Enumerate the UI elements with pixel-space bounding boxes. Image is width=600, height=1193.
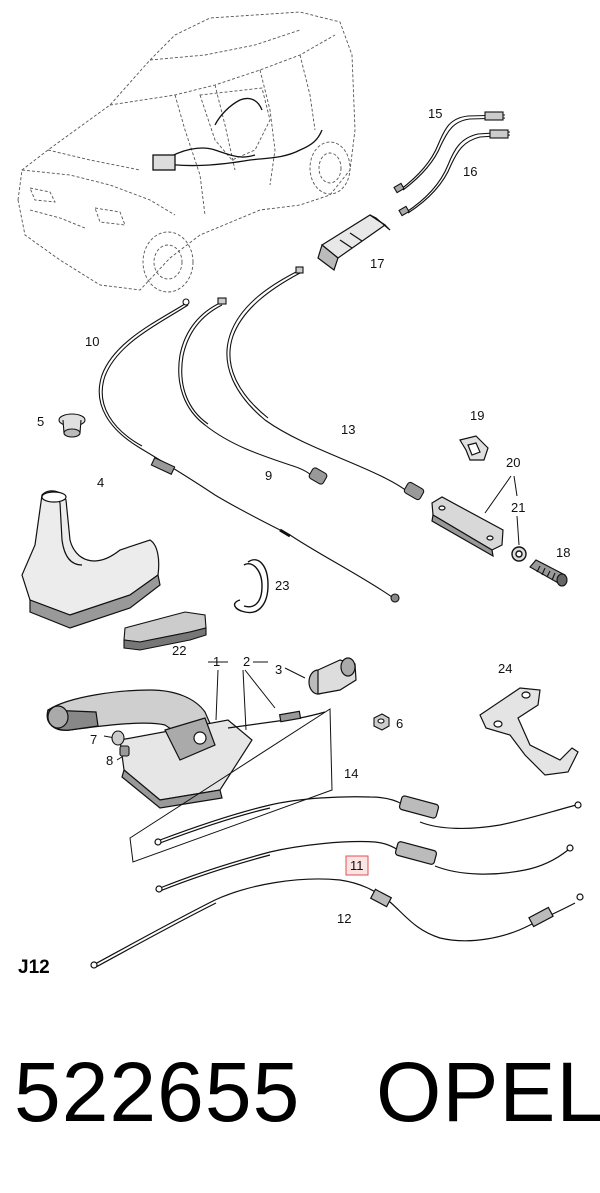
callout-4: 4 — [97, 475, 104, 490]
part-9-cable — [178, 297, 328, 485]
callout-13: 13 — [341, 422, 355, 437]
callout-10: 10 — [85, 334, 99, 349]
part-5-grommet — [58, 413, 86, 438]
callout-6: 6 — [396, 716, 403, 731]
car-cable-routing — [152, 97, 323, 171]
callout-9: 9 — [265, 468, 272, 483]
callout-22: 22 — [172, 643, 186, 658]
part-18-bolt — [529, 559, 568, 587]
part-13-cable — [226, 266, 425, 501]
leader-lines — [103, 475, 520, 761]
callout-7: 7 — [90, 732, 97, 747]
selected-callout-box — [345, 855, 369, 876]
callout-3: 3 — [275, 662, 282, 677]
callout-17: 17 — [370, 256, 384, 271]
part-3-grommet — [308, 657, 357, 695]
footer: 522655 OPEL — [0, 1042, 600, 1142]
callout-12: 12 — [337, 911, 351, 926]
part-19-clip — [459, 435, 489, 461]
part-6-nut — [373, 713, 390, 731]
brand-name: OPEL — [376, 1045, 600, 1139]
callout-19: 19 — [470, 408, 484, 423]
callout-5: 5 — [37, 414, 44, 429]
callout-18: 18 — [556, 545, 570, 560]
part-23-spring — [233, 559, 269, 614]
section-code: J12 — [18, 957, 50, 978]
callout-23: 23 — [275, 578, 289, 593]
part-14-cable — [154, 795, 582, 846]
callout-labels: 15 16 17 10 5 13 19 9 4 20 21 18 23 22 1… — [37, 106, 570, 926]
part-21-washer — [511, 546, 527, 562]
callout-16: 16 — [463, 164, 477, 179]
callout-14: 14 — [344, 766, 358, 781]
callout-24: 24 — [498, 661, 512, 676]
callout-15: 15 — [428, 106, 442, 121]
part-4-boot — [21, 490, 161, 629]
parts-diagram: 15 16 17 10 5 13 19 9 4 20 21 18 23 22 1… — [17, 11, 584, 969]
part-17-housing — [317, 214, 391, 271]
callout-20: 20 — [506, 455, 520, 470]
part-10-cable — [98, 298, 400, 603]
callout-11[interactable]: 11 — [350, 858, 364, 873]
part-11-cable — [155, 840, 574, 893]
part-22-pad — [123, 611, 207, 651]
cable-panel-outline — [129, 708, 333, 863]
handbrake-lever — [46, 689, 326, 809]
callout-8: 8 — [106, 753, 113, 768]
part-15-16-cables — [393, 111, 511, 217]
part-number: 522655 — [14, 1045, 301, 1139]
part-20-bracket — [431, 496, 504, 558]
car-outline — [17, 11, 356, 293]
part-7-8-fasteners — [111, 730, 130, 757]
callout-1: 1 — [213, 654, 220, 669]
part-24-bracket — [479, 687, 579, 776]
callout-21: 21 — [511, 500, 525, 515]
callout-2: 2 — [243, 654, 250, 669]
part-12-cable — [90, 878, 584, 969]
